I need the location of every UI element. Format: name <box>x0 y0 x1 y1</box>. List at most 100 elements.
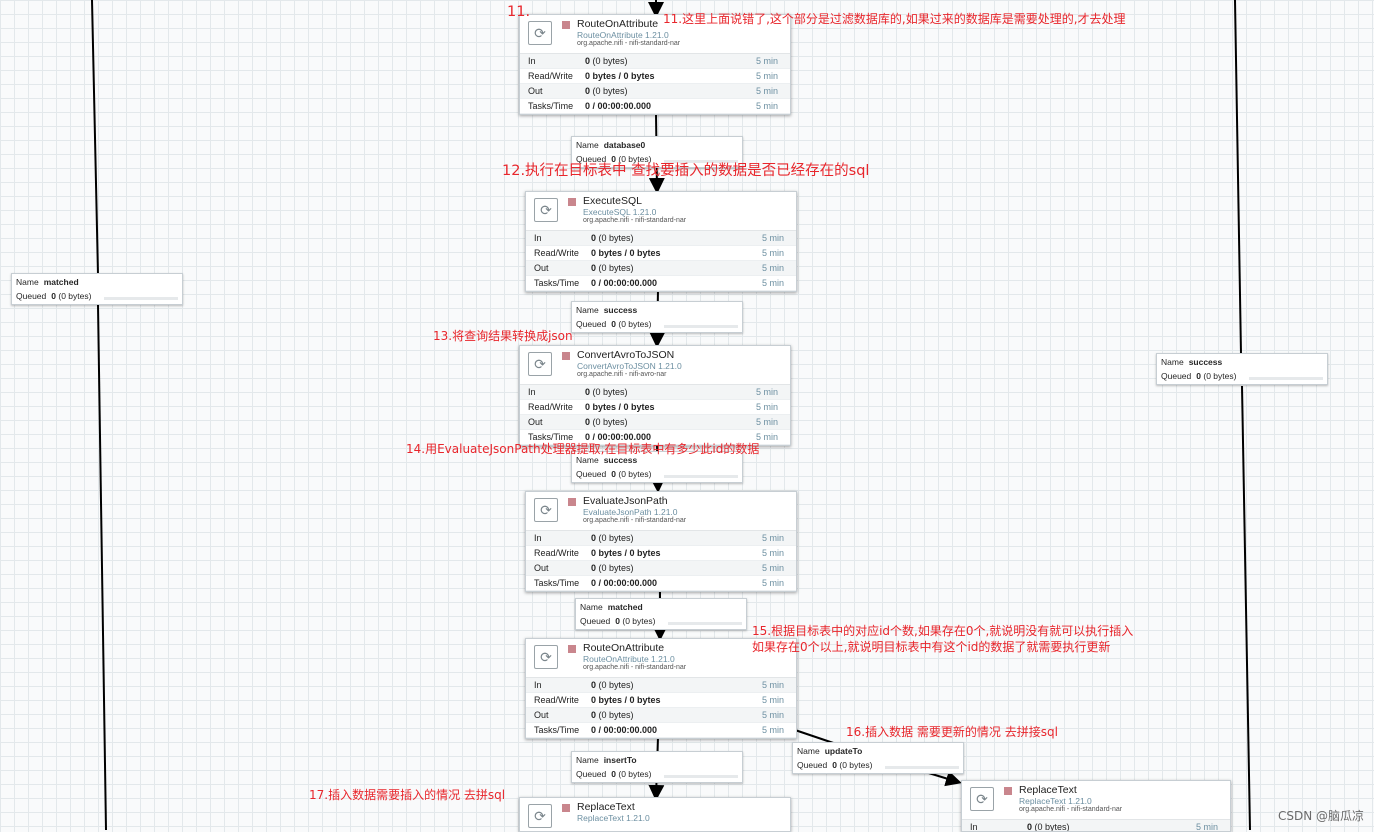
conn-name: matched <box>43 277 79 287</box>
processor-convertavrotojson[interactable]: ⟳ ConvertAvroToJSON ConvertAvroToJSON 1.… <box>519 345 791 446</box>
stat-value: 0 <box>591 680 597 690</box>
stopped-square-icon <box>1004 787 1012 795</box>
conn-name: updateTo <box>824 746 863 756</box>
stat-label: In <box>528 387 536 397</box>
stat-label: In <box>534 680 542 690</box>
processor-bundle: org.apache.nifi - nifi-standard-nar <box>1019 806 1123 813</box>
processor-icon: ⟳ <box>528 352 552 376</box>
queue-progress-bar <box>664 160 738 163</box>
conn-name: matched <box>607 602 643 612</box>
processor-evaluatejsonpath[interactable]: ⟳ EvaluateJsonPath EvaluateJsonPath 1.21… <box>525 491 797 592</box>
conn-queued: 0 <box>611 469 616 479</box>
stat-detail: (0 bytes) <box>598 710 634 720</box>
queue-progress-bar <box>104 297 178 300</box>
processor-routeonattribute[interactable]: ⟳ RouteOnAttribute RouteOnAttribute 1.21… <box>519 14 791 115</box>
stat-time: 5 min <box>1195 822 1218 832</box>
stopped-square-icon <box>568 498 576 506</box>
stat-value: 0 bytes / 0 bytes <box>591 548 661 558</box>
processor-version: ReplaceText 1.21.0 <box>577 813 650 823</box>
stat-label: Tasks/Time <box>534 578 580 588</box>
processor-icon: ⟳ <box>534 498 558 522</box>
conn-name-label: Name <box>1161 357 1184 367</box>
stat-label: Out <box>534 710 549 720</box>
stat-detail: (0 bytes) <box>598 563 634 573</box>
stat-time: 5 min <box>761 263 784 273</box>
conn-queued-label: Queued <box>576 154 607 164</box>
processor-replacetext[interactable]: ⟳ ReplaceText ReplaceText 1.21.0 <box>519 797 791 832</box>
processor-replacetext-2[interactable]: ⟳ ReplaceText ReplaceText 1.21.0 org.apa… <box>961 780 1231 832</box>
stat-detail: (0 bytes) <box>592 387 628 397</box>
annotation-12: 12.执行在目标表中 查找要插入的数据是否已经存在的sql <box>502 163 870 179</box>
stat-time: 5 min <box>755 402 778 412</box>
conn-queued-label: Queued <box>16 291 47 301</box>
processor-routeonattribute-2[interactable]: ⟳ RouteOnAttribute RouteOnAttribute 1.21… <box>525 638 797 739</box>
conn-queued-detail: (0 bytes) <box>618 769 652 779</box>
stat-time: 5 min <box>761 680 784 690</box>
stat-value: 0 <box>585 86 591 96</box>
stat-row: Read/Write 0 bytes / 0 bytes 5 min <box>520 69 790 84</box>
annotation-11-number: 11. <box>507 4 531 20</box>
conn-name: success <box>603 305 638 315</box>
stat-label: Out <box>528 417 543 427</box>
annotation-15-line1: 15.根据目标表中的对应id个数,如果存在0个,就说明没有就可以执行插入 <box>752 624 1134 638</box>
processor-type: RouteOnAttribute <box>583 642 665 654</box>
stat-label: In <box>534 533 542 543</box>
processor-bundle: org.apache.nifi - nifi-avro-nar <box>577 371 667 378</box>
processor-bundle: org.apache.nifi - nifi-standard-nar <box>577 40 681 47</box>
stat-detail: (0 bytes) <box>1034 822 1070 832</box>
processor-icon: ⟳ <box>534 645 558 669</box>
conn-queued-label: Queued <box>580 616 611 626</box>
stat-label: Read/Write <box>534 248 579 258</box>
conn-name-label: Name <box>576 455 599 465</box>
processor-type: RouteOnAttribute <box>577 18 659 30</box>
stat-value: 0 <box>591 563 597 573</box>
processor-type: ConvertAvroToJSON <box>577 349 675 361</box>
conn-queued: 0 <box>1196 371 1201 381</box>
conn-queued-detail: (0 bytes) <box>839 760 873 770</box>
processor-version: ReplaceText 1.21.0 <box>1019 796 1092 806</box>
stopped-square-icon <box>568 198 576 206</box>
conn-queued-label: Queued <box>797 760 828 770</box>
stat-time: 5 min <box>755 387 778 397</box>
stat-label: Read/Write <box>534 548 579 558</box>
stat-detail: (0 bytes) <box>598 233 634 243</box>
stat-value: 0 bytes / 0 bytes <box>585 71 655 81</box>
stat-value: 0 / 00:00:00.000 <box>585 432 652 442</box>
processor-executesql[interactable]: ⟳ ExecuteSQL ExecuteSQL 1.21.0 org.apach… <box>525 191 797 292</box>
queue-progress-bar <box>668 622 742 625</box>
conn-name-label: Name <box>580 602 603 612</box>
processor-version: RouteOnAttribute 1.21.0 <box>577 30 669 40</box>
stat-time: 5 min <box>755 417 778 427</box>
stat-label: Read/Write <box>528 71 573 81</box>
stat-time: 5 min <box>755 71 778 81</box>
watermark: CSDN @脑瓜凉 <box>1277 809 1364 823</box>
conn-queued-label: Queued <box>576 769 607 779</box>
conn-name-label: Name <box>16 277 39 287</box>
conn-queued-detail: (0 bytes) <box>622 616 656 626</box>
processor-bundle: org.apache.nifi - nifi-standard-nar <box>583 664 687 671</box>
stat-label: Tasks/Time <box>528 101 574 111</box>
stat-detail: (0 bytes) <box>592 417 628 427</box>
conn-queued: 0 <box>51 291 56 301</box>
annotation-17: 17.插入数据需要插入的情况 去拼sql <box>309 788 506 802</box>
stat-label: In <box>534 233 542 243</box>
stat-time: 5 min <box>761 248 784 258</box>
